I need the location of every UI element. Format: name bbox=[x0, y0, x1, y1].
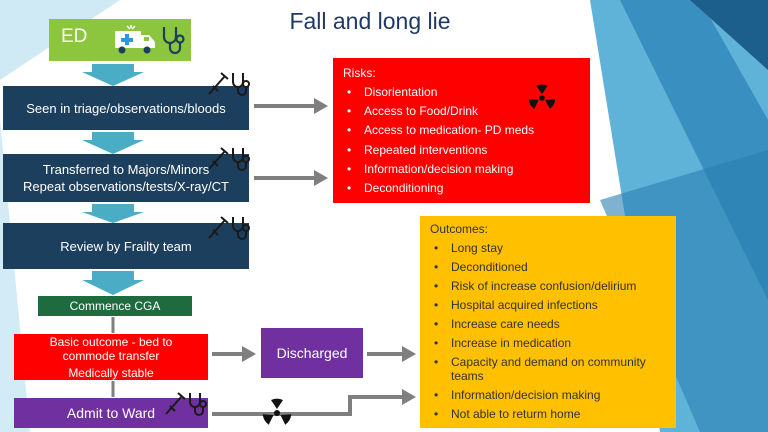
radiation-icon bbox=[528, 84, 556, 109]
outcomes-list: Long stay Deconditioned Risk of increase… bbox=[430, 241, 666, 421]
majors-minors-step-box: Transferred to Majors/Minors Repeat obse… bbox=[3, 154, 249, 202]
outcome-item: Hospital acquired infections bbox=[430, 298, 666, 312]
page-title: Fall and long lie bbox=[289, 8, 451, 34]
outcome-item: Long stay bbox=[430, 241, 666, 255]
risk-item: Disorientation bbox=[343, 85, 580, 99]
commence-cga-box: Commence CGA bbox=[38, 296, 192, 316]
outcome-item: Increase in medication bbox=[430, 336, 666, 350]
down-arrow-4 bbox=[82, 271, 144, 295]
outcomes-title: Outcomes: bbox=[430, 222, 489, 236]
risk-item: Repeated interventions bbox=[343, 143, 580, 157]
ed-box: ED bbox=[49, 19, 191, 61]
discharged-box: Discharged bbox=[261, 328, 363, 378]
risks-panel: Risks: Disorientation Access to Food/Dri… bbox=[333, 58, 590, 203]
frailty-review-label: Review by Frailty team bbox=[60, 238, 192, 254]
down-arrow-3 bbox=[82, 204, 144, 223]
outcome-item: Not able to returm home bbox=[430, 407, 666, 421]
basic-outcome-line1: Basic outcome - bed to bbox=[49, 334, 173, 349]
down-arrow-1 bbox=[82, 64, 144, 86]
outcome-item: Risk of increase confusion/delirium bbox=[430, 279, 666, 293]
admit-to-ward-box: Admit to Ward bbox=[14, 398, 208, 428]
risk-item: Deconditioning bbox=[343, 181, 580, 195]
basic-outcome-line2: commode transfer bbox=[62, 348, 160, 363]
ambulance-icon bbox=[115, 25, 155, 54]
risk-item: Information/decision making bbox=[343, 162, 580, 176]
syringe-stethoscope-icon-3 bbox=[208, 216, 250, 240]
risks-title: Risks: bbox=[343, 66, 376, 80]
frailty-review-step-box: Review by Frailty team bbox=[3, 223, 249, 269]
triage-step-label: Seen in triage/observations/bloods bbox=[26, 100, 226, 116]
outcome-item: Deconditioned bbox=[430, 260, 666, 274]
basic-outcome-line3: Medically stable bbox=[68, 365, 154, 380]
risk-item: Access to medication- PD meds bbox=[343, 123, 580, 137]
majors-minors-line2: Repeat observations/tests/X-ray/CT bbox=[23, 179, 229, 194]
risks-list: Disorientation Access to Food/Drink Acce… bbox=[343, 85, 580, 195]
syringe-stethoscope-icon-1 bbox=[208, 72, 250, 96]
outcome-item: Information/decision making bbox=[430, 388, 666, 402]
risk-item: Access to Food/Drink bbox=[343, 104, 580, 118]
radiation-icon bbox=[262, 398, 292, 425]
outcomes-panel: Outcomes: Long stay Deconditioned Risk o… bbox=[420, 216, 676, 428]
ed-label: ED bbox=[61, 26, 88, 47]
syringe-stethoscope-icon-2 bbox=[208, 147, 250, 171]
down-arrow-2 bbox=[82, 132, 144, 154]
outcome-item: Capacity and demand on community teams bbox=[430, 355, 666, 383]
stethoscope-icon bbox=[162, 27, 185, 55]
majors-minors-line1: Transferred to Majors/Minors bbox=[42, 162, 210, 177]
outcome-item: Increase care needs bbox=[430, 317, 666, 331]
basic-outcome-box: Basic outcome - bed to commode transfer … bbox=[14, 334, 208, 380]
triage-step-box: Seen in triage/observations/bloods bbox=[3, 86, 249, 130]
syringe-stethoscope-icon-4 bbox=[165, 392, 207, 416]
